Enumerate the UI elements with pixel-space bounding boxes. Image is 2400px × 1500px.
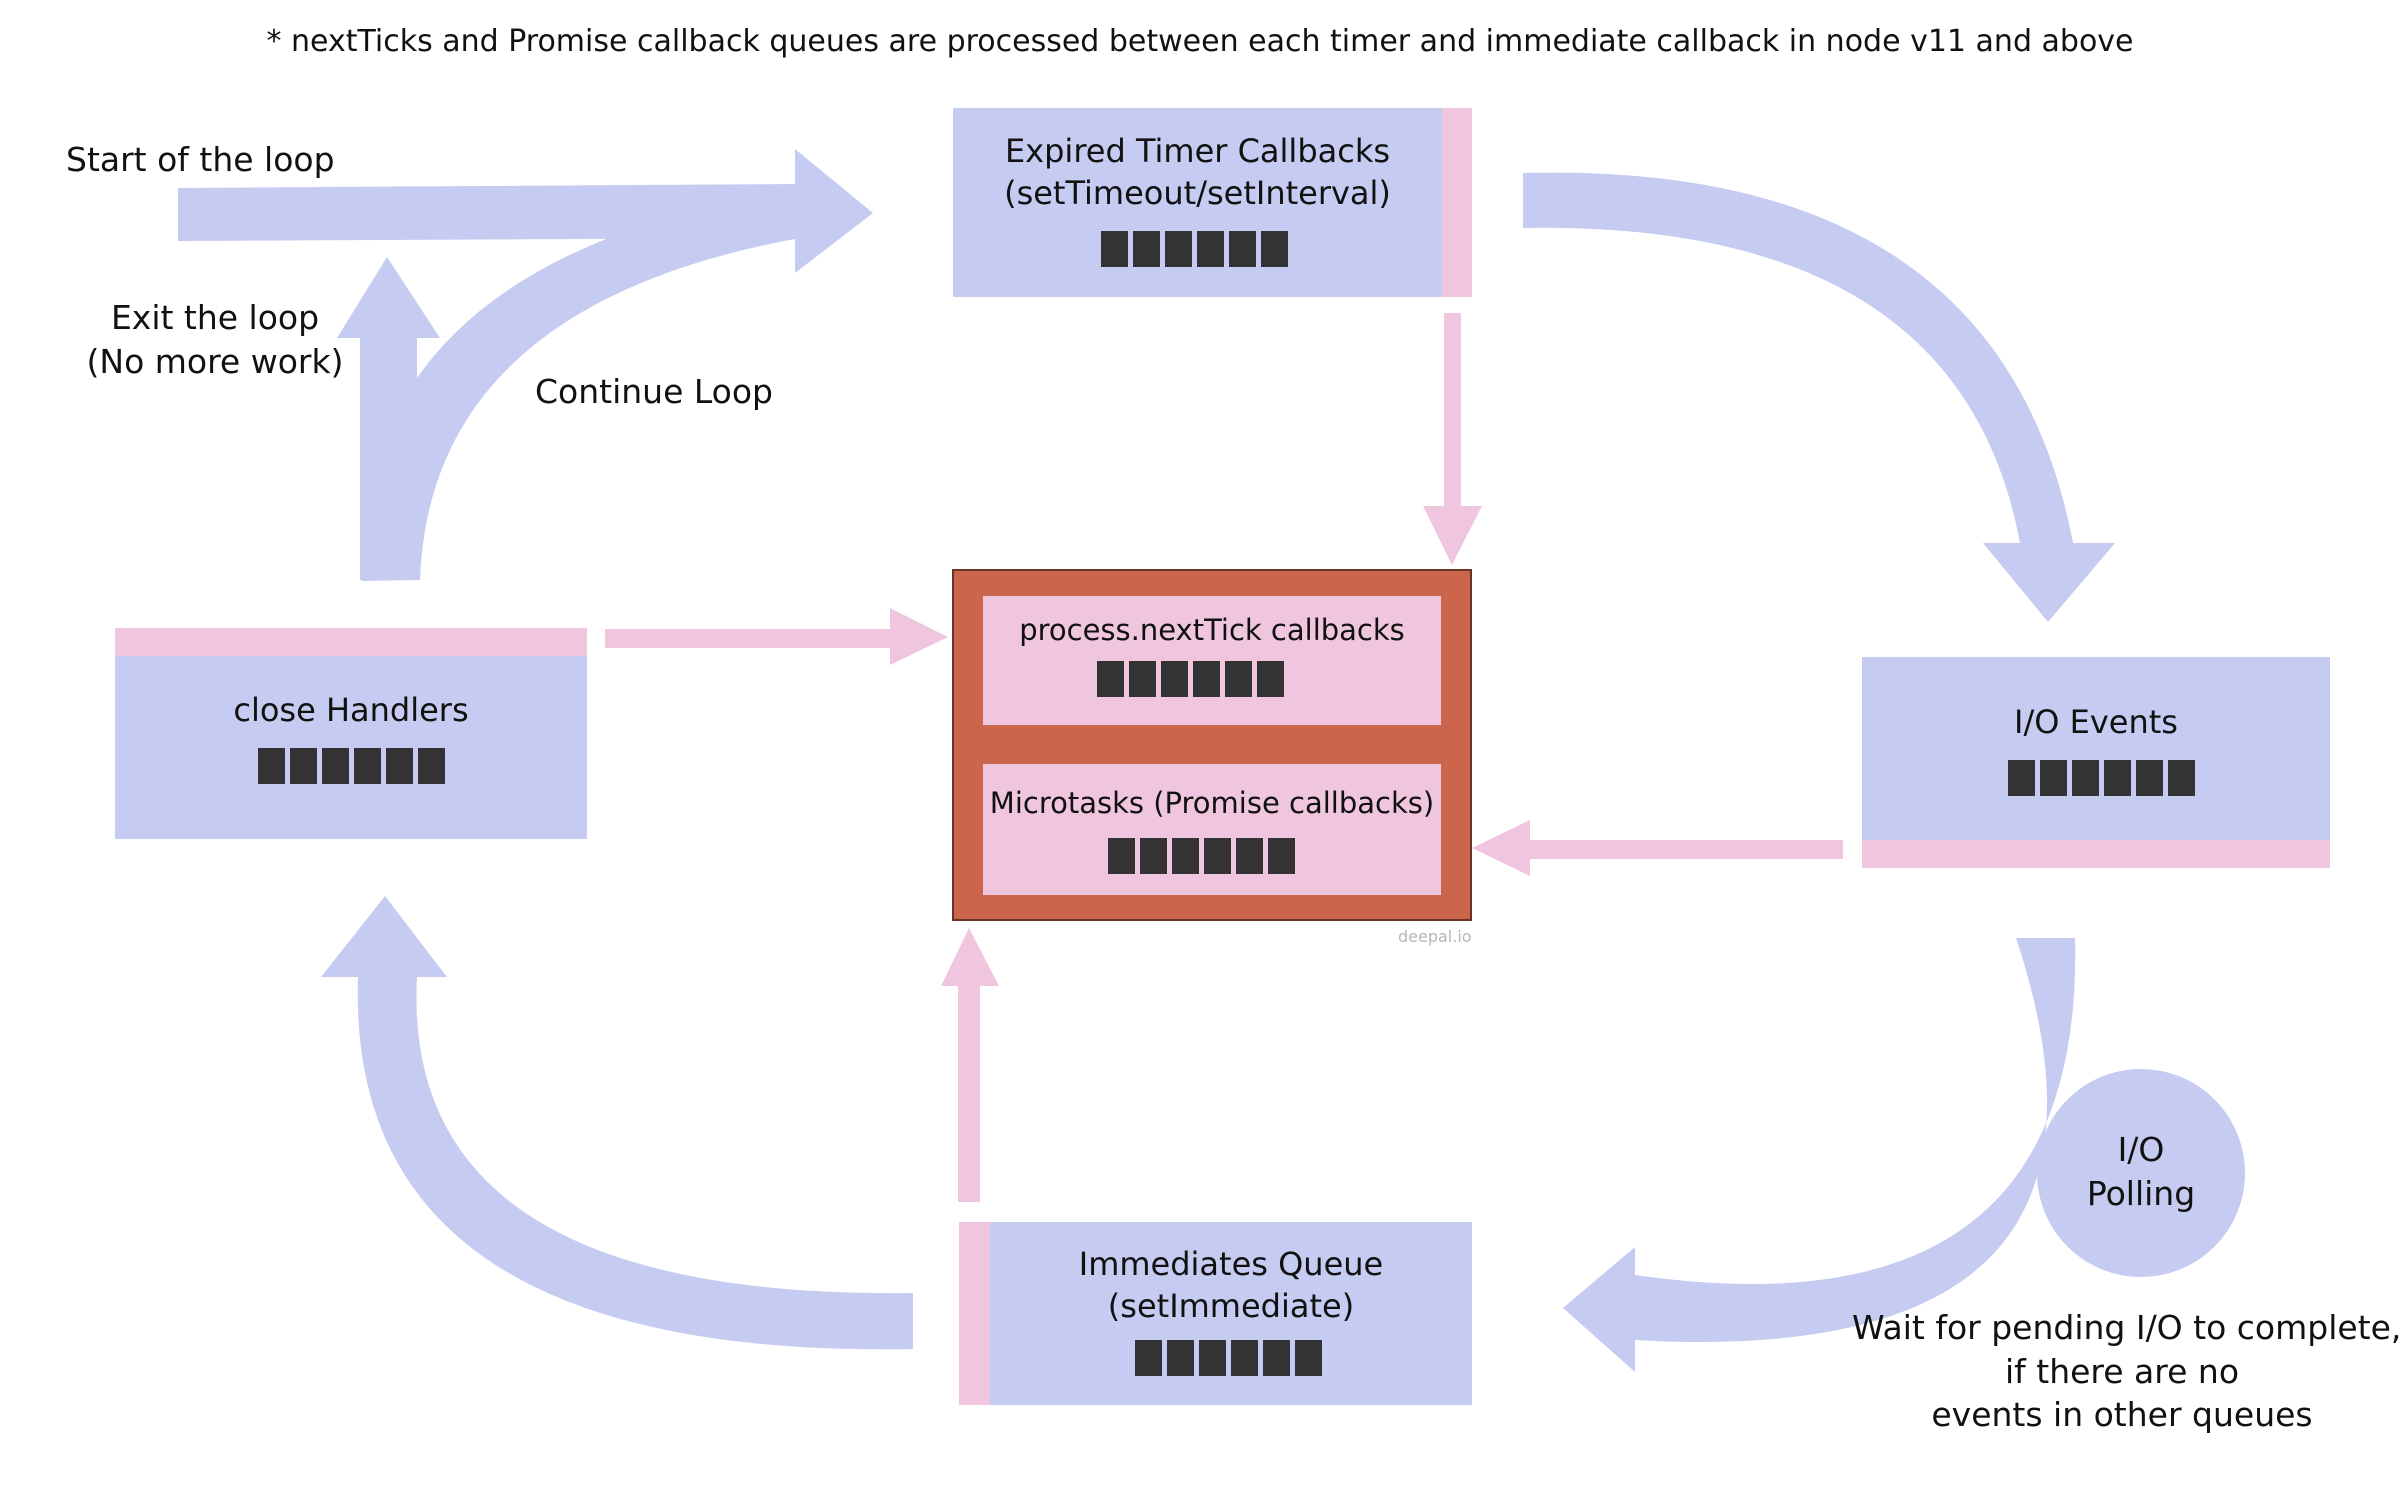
queue-slot [2104, 760, 2131, 796]
io-phase-box [1862, 657, 2330, 840]
io-polling-note-line3: events in other queues [1931, 1395, 2313, 1435]
header-note: * nextTicks and Promise callback queues … [266, 24, 2134, 59]
io-to-immediates-arrow [1563, 938, 2076, 1372]
queue-slot [1129, 661, 1156, 697]
queue-slot [1167, 1340, 1194, 1376]
queue-slot [1261, 231, 1288, 267]
timers-queue [1101, 231, 1288, 267]
queue-slot [1140, 838, 1167, 874]
close-queue [258, 748, 445, 784]
io-polling-label: I/O Polling [2037, 1128, 2245, 1215]
exit-loop-line1: Exit the loop [110, 298, 320, 337]
queue-slot [322, 748, 349, 784]
immediates-to-microtasks-arrow [941, 928, 999, 1202]
close-phase-box [115, 656, 587, 839]
queue-slot [1225, 661, 1252, 697]
queue-slot [1193, 661, 1220, 697]
immediates-phase-title: Immediates Queue (setImmediate) [990, 1243, 1472, 1327]
queue-slot [1101, 231, 1128, 267]
queue-slot [290, 748, 317, 784]
next-tick-queue [1097, 661, 1284, 697]
queue-slot [2040, 760, 2067, 796]
promise-queue-title: Microtasks (Promise callbacks) [989, 786, 1435, 820]
credit-label: deepal.io [1398, 927, 1472, 946]
queue-slot [1257, 661, 1284, 697]
queue-slot [1295, 1340, 1322, 1376]
io-phase-title: I/O Events [2014, 703, 2178, 741]
io-queue [2008, 760, 2195, 796]
queue-slot [418, 748, 445, 784]
exit-loop-line2: (No more work) [86, 341, 344, 381]
io-polling-line2: Polling [2086, 1173, 2196, 1213]
start-loop-label: Start of the loop [66, 140, 335, 179]
io-phase-strip [1862, 840, 2330, 868]
close-phase-strip [115, 628, 587, 656]
queue-slot [1199, 1340, 1226, 1376]
queue-slot [1236, 838, 1263, 874]
next-tick-title: process.nextTick callbacks [1019, 613, 1405, 647]
queue-slot [1135, 1340, 1162, 1376]
queue-slot [258, 748, 285, 784]
queue-slot [2072, 760, 2099, 796]
timers-title-line1: Expired Timer Callbacks [1004, 132, 1391, 170]
close-to-microtasks-arrow [605, 608, 948, 665]
io-polling-note-line1: Wait for pending I/O to complete, [1852, 1308, 2400, 1347]
exit-loop-label: Exit the loop (No more work) [60, 296, 370, 383]
immediates-queue [1135, 1340, 1322, 1376]
queue-slot [2008, 760, 2035, 796]
io-polling-note-line2: if there are no [2004, 1351, 2240, 1391]
io-polling-note: Wait for pending I/O to complete, if the… [1852, 1306, 2400, 1437]
timers-to-microtasks-arrow [1423, 313, 1482, 565]
flow-arrows [178, 149, 2115, 1372]
timers-phase-strip [1442, 108, 1472, 297]
timers-title-line2: (setTimeout/setInterval) [1004, 174, 1391, 213]
microtask-arrows [605, 313, 1843, 1202]
microtask-panel: process.nextTick callbacks Microtasks (P… [952, 569, 1472, 921]
queue-slot [2168, 760, 2195, 796]
continue-loop-label: Continue Loop [535, 372, 774, 411]
start-loop-arrow [178, 149, 873, 273]
immediates-to-close-arrow [321, 896, 913, 1350]
queue-slot [1197, 231, 1224, 267]
io-to-microtasks-arrow [1472, 820, 1843, 876]
io-polling-line1: I/O [2117, 1130, 2165, 1169]
timers-phase-title: Expired Timer Callbacks (setTimeout/setI… [953, 130, 1442, 214]
next-tick-queue-box [983, 596, 1441, 725]
queue-slot [1229, 231, 1256, 267]
queue-slot [1133, 231, 1160, 267]
queue-slot [1097, 661, 1124, 697]
exit-loop-arrow [337, 257, 440, 580]
queue-slot [1165, 231, 1192, 267]
immediates-title-line1: Immediates Queue [1078, 1245, 1384, 1283]
immediates-phase-strip [959, 1222, 990, 1405]
queue-slot [386, 748, 413, 784]
io-polling-circle [2037, 1069, 2245, 1277]
queue-slot [1268, 838, 1295, 874]
queue-slot [1204, 838, 1231, 874]
queue-slot [1231, 1340, 1258, 1376]
queue-slot [354, 748, 381, 784]
queue-slot [1161, 661, 1188, 697]
queue-slot [1172, 838, 1199, 874]
queue-slot [2136, 760, 2163, 796]
immediates-title-line2: (setImmediate) [1107, 1287, 1355, 1326]
promise-queue [1108, 838, 1295, 874]
timers-to-io-arrow [1523, 172, 2115, 622]
queue-slot [1263, 1340, 1290, 1376]
close-phase-title: close Handlers [233, 691, 469, 729]
queue-slot [1108, 838, 1135, 874]
